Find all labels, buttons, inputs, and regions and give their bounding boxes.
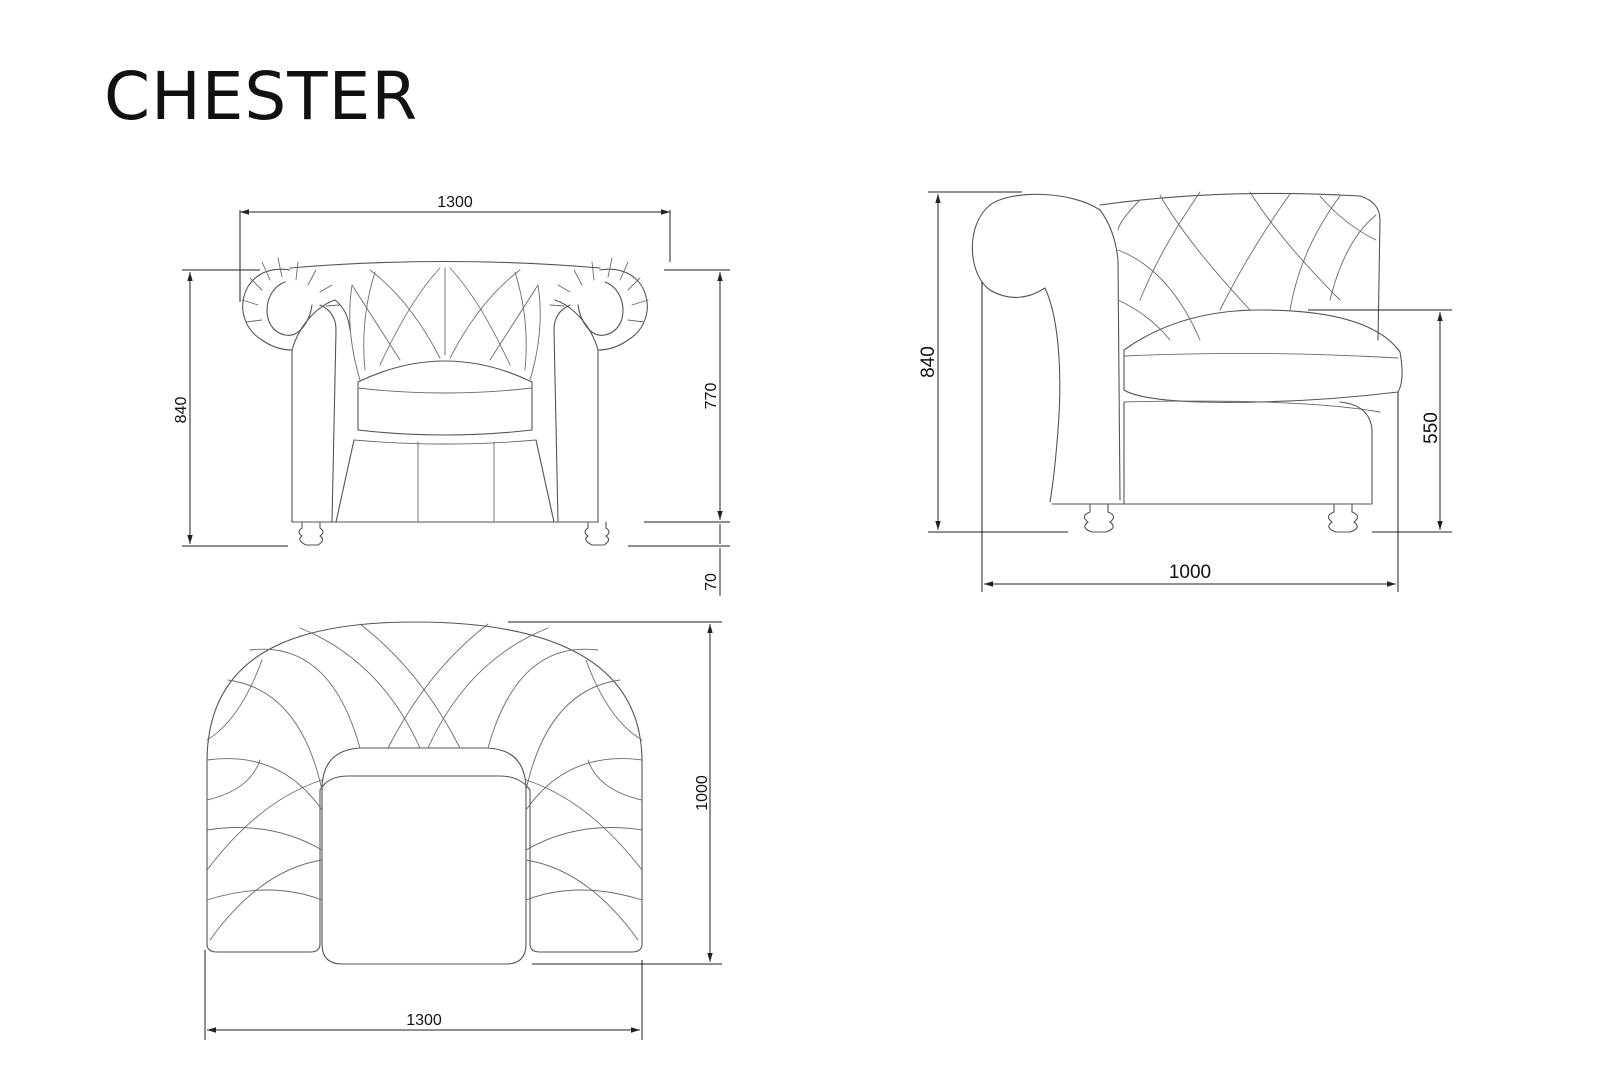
side-seat-height-label: 550 [1421, 412, 1442, 444]
side-depth-label: 1000 [1169, 562, 1211, 583]
side-view: 840 550 1000 [918, 191, 1452, 592]
top-view: 1000 1300 [204, 621, 722, 1040]
front-height-label: 840 [173, 397, 190, 424]
front-leg-height-label: 70 [703, 573, 720, 591]
page-title: CHESTER [104, 58, 419, 135]
side-height-label: 840 [918, 346, 939, 378]
front-back-height-label: 770 [703, 383, 720, 410]
top-width-label: 1300 [406, 1012, 442, 1029]
front-view: 1300 840 770 70 [173, 194, 730, 596]
top-depth-label: 1000 [694, 775, 711, 811]
front-width-label: 1300 [437, 194, 473, 211]
